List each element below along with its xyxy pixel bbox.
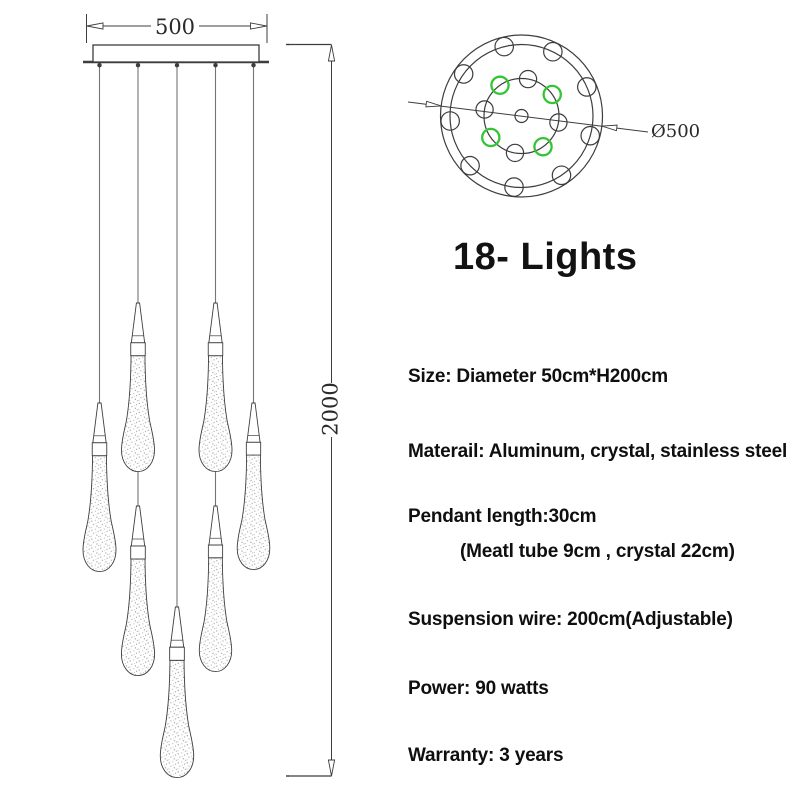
light-position-circle [577, 77, 597, 97]
crystal-drop-texture [159, 659, 195, 779]
wire-connector-dot [97, 62, 102, 68]
light-position-circle-green [490, 75, 510, 96]
dimension-annotations [86, 14, 336, 777]
wire-connector-dot [251, 62, 256, 68]
light-position-circle [475, 100, 494, 119]
wire-connector-dot [213, 62, 218, 68]
light-position-circle [518, 69, 538, 89]
pendant-collar [130, 342, 146, 357]
light-position-circle [504, 177, 524, 197]
light-position-circle [453, 64, 474, 84]
ceiling-canopy [92, 44, 260, 63]
pendant-drawing [236, 402, 271, 571]
spec-suspension-wire: Suspension wire: 200cm(Adjustable) [408, 609, 733, 630]
metal-tube-cone [208, 505, 223, 546]
pendant-drawing [120, 505, 156, 677]
top-view-drawing [407, 34, 649, 198]
pendant-collar [169, 646, 185, 661]
crystal-drop-texture [198, 557, 233, 673]
crystal-drop-texture [120, 558, 156, 677]
pendant-collar [245, 441, 262, 456]
dimension-arrowhead [86, 22, 104, 30]
light-position-circle [580, 125, 601, 146]
product-title: 18- Lights [453, 236, 638, 278]
spec-size: Size: Diameter 50cm*H200cm [408, 366, 668, 387]
light-position-circle [543, 41, 563, 62]
light-position-circle [505, 143, 525, 163]
pendant-drawing [82, 402, 117, 573]
canopy-width-dimension-label: 500 [155, 15, 195, 39]
pendant-collar [130, 545, 146, 560]
light-position-circle [494, 36, 515, 57]
light-position-circle-green [542, 84, 562, 105]
dimension-arrowhead [327, 759, 336, 777]
inner-light-ring-circle [483, 77, 560, 155]
light-position-circle [551, 165, 572, 186]
pendant-drawing [121, 302, 155, 473]
metal-tube-cone [130, 302, 146, 344]
spec-pendant-length: Pendant length:30cm [408, 506, 597, 527]
spec-power: Power: 90 watts [408, 678, 549, 699]
spec-warranty: Warranty: 3 years [408, 745, 564, 766]
spec-pendant-detail: (Meatl tube 9cm , crystal 22cm) [460, 541, 735, 562]
crystal-drop-texture [198, 355, 233, 473]
light-position-circle [549, 113, 568, 132]
pendant-collar [91, 442, 108, 457]
dimension-arrowhead [425, 100, 442, 108]
light-position-circle [460, 155, 480, 176]
crystal-drop-texture [121, 355, 155, 473]
light-position-circle-green [533, 136, 553, 157]
canopy-outline-circle [439, 34, 604, 198]
front-view-drawing [82, 44, 271, 779]
wire-connector-dot [135, 62, 141, 68]
crystal-drop-texture [82, 455, 117, 573]
light-position-circle-green [481, 127, 501, 148]
metal-tube-cone [92, 402, 107, 444]
pendant-drawing [159, 606, 195, 779]
dimension-arrowhead [601, 124, 618, 132]
diameter-dimension-label: Ø500 [651, 121, 700, 142]
center-light-circle [514, 108, 529, 124]
crystal-drop-texture [236, 454, 271, 571]
pendant-collar [207, 342, 224, 357]
pendant-drawing [198, 505, 233, 673]
spec-material: Materail: Aluminum, crystal, stainless s… [408, 441, 788, 462]
overall-height-dimension-label: 2000 [319, 382, 343, 435]
pendant-drawing [198, 302, 233, 473]
dimension-arrowhead [250, 22, 267, 30]
outer-light-ring-circle [449, 43, 594, 189]
metal-tube-cone [169, 606, 185, 648]
metal-tube-cone [130, 505, 146, 547]
wire-connector-dot [174, 62, 180, 68]
metal-tube-cone [208, 302, 223, 344]
light-position-circle [440, 111, 460, 131]
dimension-arrowhead [327, 44, 336, 62]
pendant-collar [207, 544, 224, 559]
metal-tube-cone [246, 402, 261, 443]
